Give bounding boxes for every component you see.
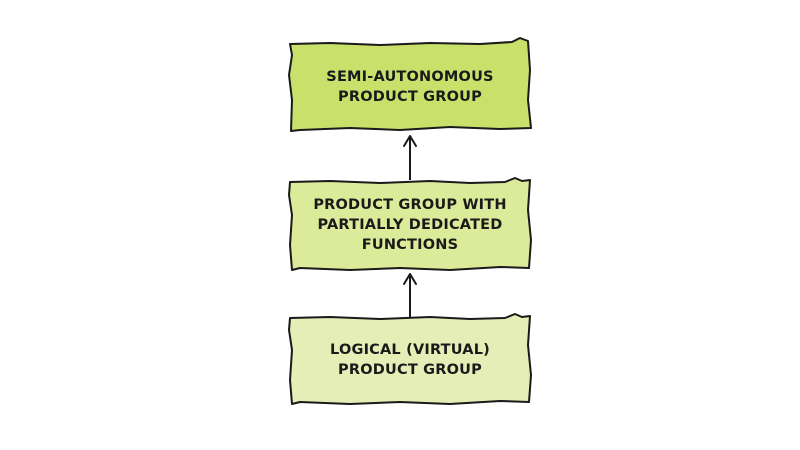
box-semi-autonomous-product-group: [288, 37, 532, 132]
arrow-middle-to-top: [403, 135, 417, 180]
label-semi-autonomous-product-group: SEMI-AUTONOMOUS PRODUCT GROUP: [326, 69, 494, 105]
box-logical-virtual-product-group: [288, 313, 532, 405]
label-product-group-partially-dedicated: PRODUCT GROUP WITH PARTIALLY DEDICATED F…: [313, 197, 507, 253]
box-product-group-partially-dedicated: [288, 177, 532, 271]
arrow-bottom-to-middle: [403, 273, 417, 318]
label-logical-virtual-product-group: LOGICAL (VIRTUAL) PRODUCT GROUP: [330, 342, 490, 378]
